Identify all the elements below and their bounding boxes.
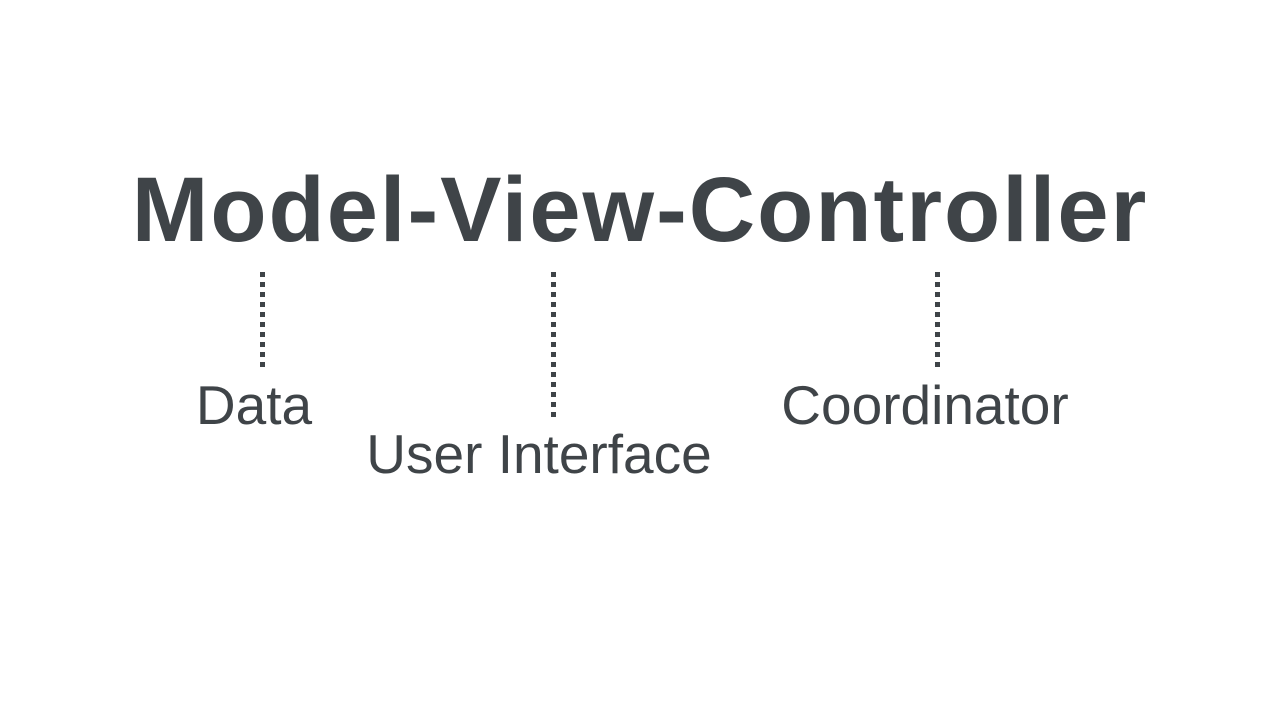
- label-model-data: Data: [195, 374, 313, 436]
- dotted-connector-view: [551, 272, 556, 418]
- label-controller-coordinator: Coordinator: [781, 374, 1069, 436]
- dotted-connector-model: [260, 272, 265, 370]
- title-model-view-controller: Model-View-Controller: [131, 159, 1149, 261]
- dotted-connector-controller: [935, 272, 940, 368]
- label-view-user-interface: User Interface: [366, 423, 712, 485]
